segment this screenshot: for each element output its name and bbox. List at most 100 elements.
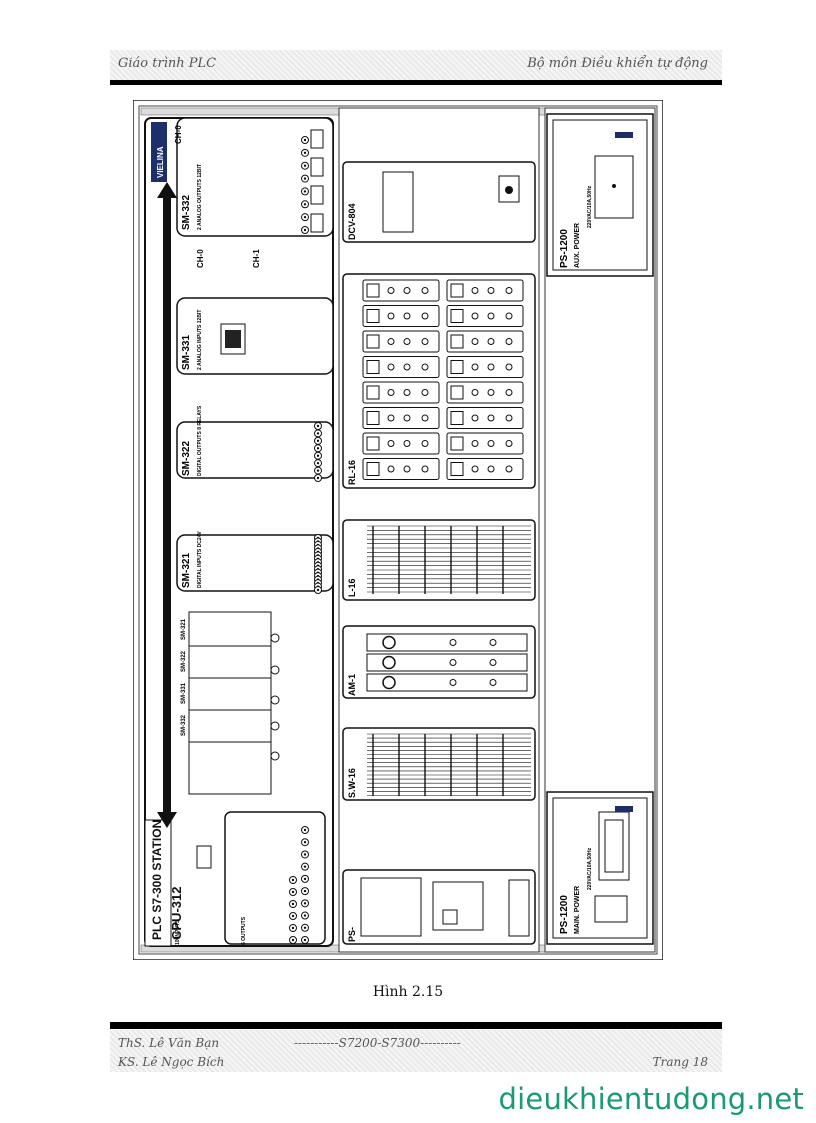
- relay: [446, 330, 524, 353]
- terminal-pin: [303, 138, 307, 142]
- relay-terminal: [403, 363, 411, 371]
- station-title: PLC S7-300 STATION: [150, 820, 164, 940]
- lamp-strip: [367, 525, 531, 594]
- relay-terminal: [505, 465, 513, 473]
- ps-small-label: PS-: [347, 927, 357, 942]
- relay-terminal: [487, 465, 495, 473]
- relay: [362, 381, 440, 404]
- relay: [362, 305, 440, 327]
- relay-coil: [450, 360, 464, 374]
- relay-terminal: [403, 312, 411, 320]
- relay-terminal: [421, 312, 429, 320]
- relay-coil: [450, 309, 464, 323]
- relay-coil: [450, 385, 464, 400]
- terminal-pin: [303, 151, 307, 155]
- relay-terminal: [387, 440, 395, 447]
- sm331-label: SM-331: [181, 335, 192, 370]
- channel-wire: [310, 213, 324, 233]
- relay-coil: [366, 385, 380, 400]
- relay-terminal: [471, 465, 479, 473]
- relay-terminal: [403, 287, 411, 294]
- relay-coil: [450, 283, 464, 298]
- sm332-label: SM-332: [181, 195, 192, 230]
- relay-terminal: [421, 465, 429, 473]
- terminal-pin: [291, 914, 295, 918]
- relay-grid: [362, 279, 524, 480]
- ch0-in-label: CH-0: [196, 249, 205, 268]
- relay-coil: [450, 436, 464, 451]
- pot-terminal: [489, 679, 497, 686]
- figure-trainer-panel: PLC S7-300 STATION CPU-312 VIELINA SM-33…: [132, 99, 664, 961]
- terminal-pin: [316, 454, 320, 457]
- sm331-sub: 2 ANALOG INPUTS 12BIT: [197, 310, 203, 370]
- relay: [446, 407, 524, 429]
- relay-terminal: [487, 312, 495, 320]
- slot-label-sm321: SM-321: [181, 618, 187, 640]
- watermark-link[interactable]: dieukhientudong.net: [498, 1082, 804, 1116]
- terminal-pin: [291, 902, 295, 906]
- figure-caption: Hình 2.15: [372, 984, 444, 1000]
- pot-box: [366, 633, 528, 652]
- relay-coil: [366, 462, 380, 476]
- terminal-pin: [316, 439, 320, 443]
- brand-logo: VIELINA: [156, 146, 165, 178]
- pot-knob: [382, 675, 396, 690]
- relay-coil: [450, 334, 464, 349]
- relay-terminal: [403, 338, 411, 345]
- terminal-pin: [303, 203, 307, 206]
- relay-terminal: [487, 363, 495, 371]
- slot-label-sm331: SM-331: [181, 682, 187, 704]
- terminal-pin: [303, 828, 307, 832]
- sm331-module: [176, 297, 334, 375]
- relay-coil: [366, 283, 380, 298]
- relay-terminal: [471, 312, 479, 320]
- cpu-title: CPU-312: [169, 887, 184, 940]
- relay-terminal: [471, 440, 479, 447]
- am1-label: AM-1: [347, 674, 357, 696]
- l16-label: L-16: [347, 578, 357, 597]
- pot-terminal: [489, 639, 497, 646]
- terminal-pin: [291, 878, 295, 882]
- relay: [446, 432, 524, 455]
- sm322-sub: DIGITAL OUTPUTS 8 RELAYS: [197, 405, 203, 476]
- relay-terminal: [487, 414, 495, 422]
- relay-terminal: [487, 440, 495, 447]
- sm322-module: [176, 421, 334, 479]
- relay-terminal: [471, 287, 479, 294]
- potentiometer-group: [366, 633, 528, 692]
- header-left-text: Giáo trình PLC: [118, 56, 217, 71]
- terminal-pin: [303, 164, 307, 167]
- terminal-pin: [303, 938, 307, 942]
- relay-terminal: [471, 414, 479, 422]
- relay-terminal: [487, 389, 495, 396]
- terminal-pin: [316, 461, 320, 465]
- relay-coil: [366, 436, 380, 451]
- module-slots: [188, 611, 280, 795]
- terminal-pin: [303, 215, 307, 219]
- relay-terminal: [421, 389, 429, 396]
- relay-terminal: [387, 389, 395, 396]
- terminal-pin: [316, 447, 320, 450]
- footer-author-2: KS. Lê Ngọc Bích: [118, 1055, 225, 1069]
- relay-coil: [450, 462, 464, 476]
- pot-terminal: [489, 659, 497, 666]
- relay-coil: [366, 309, 380, 323]
- terminal-rows: [289, 129, 324, 944]
- relay: [362, 407, 440, 429]
- cpu-module: [224, 811, 326, 945]
- page-footer: ThS. Lê Văn Bạn -----------S7200-S7300--…: [110, 1030, 722, 1072]
- pot-terminal: [449, 679, 457, 686]
- middle-column: DCV-804 RL-16 L-16 AM-1 S.W-16 PS-: [338, 107, 540, 953]
- pot-box: [366, 653, 528, 672]
- terminal-pin: [291, 938, 295, 942]
- sm321-sub: DIGITAL INPUTS DC24V: [197, 531, 203, 588]
- relay-terminal: [387, 465, 395, 473]
- relay-terminal: [421, 440, 429, 447]
- sw16-module: [342, 727, 536, 801]
- terminal-pin: [303, 902, 307, 905]
- relay-terminal: [505, 440, 513, 447]
- dcv-label: DCV-804: [347, 203, 357, 240]
- relay-terminal: [471, 338, 479, 345]
- relay-terminal: [403, 440, 411, 447]
- terminal-pin: [303, 841, 307, 844]
